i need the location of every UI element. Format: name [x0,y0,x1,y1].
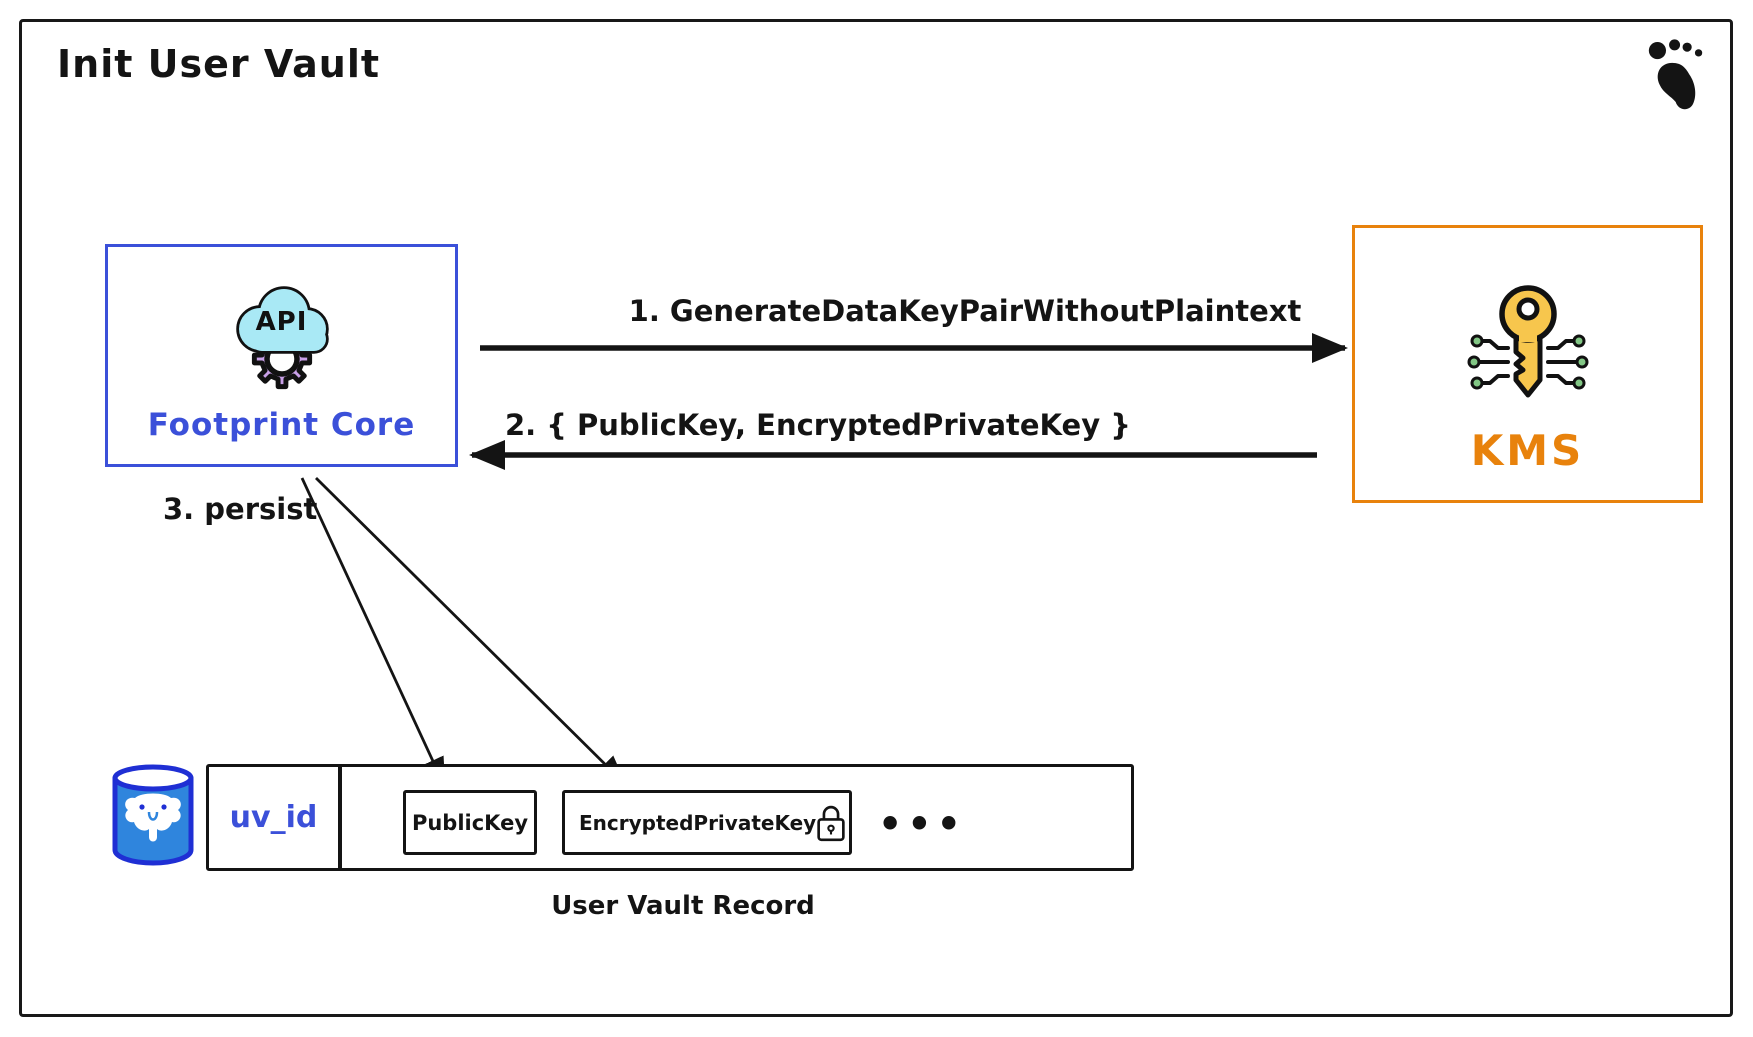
step2-label: 2. { PublicKey, EncryptedPrivateKey } [505,408,1131,442]
lock-icon [817,805,845,841]
uv-id-cell: uv_id [229,800,318,835]
api-icon-label: API [255,307,308,337]
api-cloud-gear-icon: API [222,277,342,397]
record-caption: User Vault Record [551,891,815,921]
postgresql-icon [112,764,194,866]
encrypted-privatekey-field: EncryptedPrivateKey [562,790,852,855]
kms-label: KMS [1470,426,1585,475]
footprint-core-node: API Footprint Core [105,244,458,467]
record-divider [338,764,342,871]
ellipsis-dots: ••• [878,802,966,846]
publickey-field: PublicKey [403,790,537,855]
diagram-frame [19,19,1733,1017]
step3-label: 3. persist [163,492,318,526]
footprint-logo-icon [1648,39,1703,110]
publickey-label: PublicKey [411,810,529,835]
footprint-core-label: Footprint Core [147,407,416,443]
kms-node: KMS [1352,225,1703,503]
step1-label: 1. GenerateDataKeyPairWithoutPlaintext [628,294,1302,328]
diagram-title: Init User Vault [57,42,381,86]
encrypted-privatekey-label: EncryptedPrivateKey [579,810,817,835]
kms-key-icon [1453,278,1603,408]
